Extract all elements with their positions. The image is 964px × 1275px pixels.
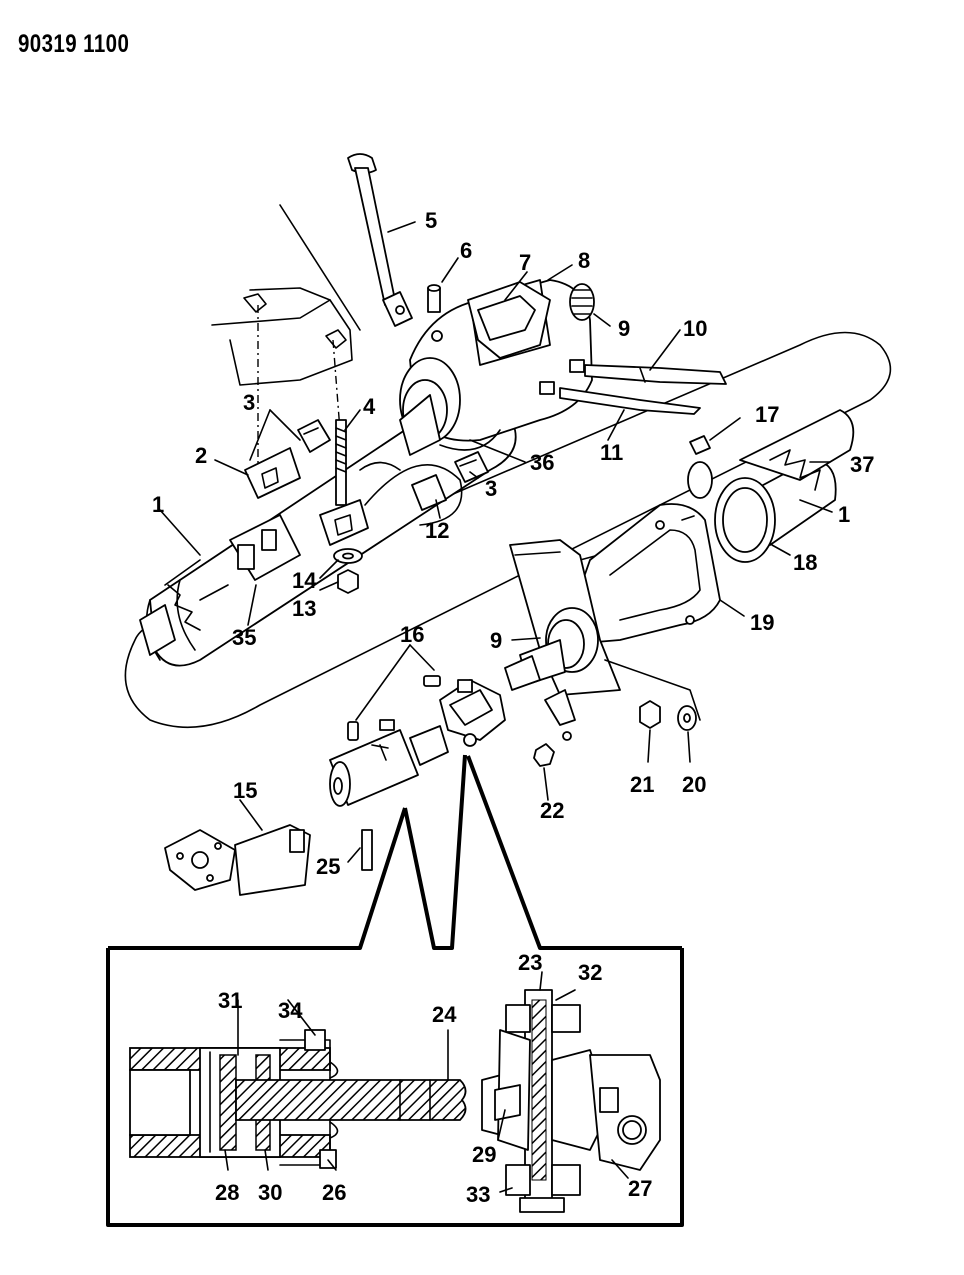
callout-19: 19	[750, 610, 774, 635]
callout-21: 21	[630, 772, 654, 797]
detail-inner-shaft	[235, 1079, 467, 1121]
callout-7: 7	[519, 250, 531, 275]
callout-1-right: 1	[838, 502, 850, 527]
shift-lever-5	[347, 153, 413, 327]
callout-20: 20	[682, 772, 706, 797]
intermediate-shaft	[329, 719, 449, 807]
detail-leader-left	[108, 807, 407, 950]
bolt-25	[361, 829, 373, 871]
detail-view	[106, 948, 684, 1227]
pin-16b	[347, 721, 359, 741]
clip-3b	[454, 451, 489, 483]
document-id: 90319 1100	[18, 30, 130, 58]
column-jacket-lower	[687, 409, 855, 563]
callout-10: 10	[683, 316, 707, 341]
callout-9-lower: 9	[490, 628, 502, 653]
callout-31: 31	[218, 988, 242, 1013]
callout-14: 14	[292, 568, 317, 593]
callout-3-right: 3	[485, 476, 497, 501]
callout-5: 5	[425, 208, 437, 233]
screw-17	[689, 435, 711, 455]
nut-22	[533, 743, 555, 767]
callout-labels: 5 6 7 8 9 10 11 3 4 2 36 3 1 12 14 13 35…	[152, 208, 874, 1207]
callout-16: 16	[400, 622, 424, 647]
callout-30: 30	[258, 1180, 282, 1205]
callout-33: 33	[466, 1182, 490, 1207]
callout-26: 26	[322, 1180, 346, 1205]
callout-28: 28	[215, 1180, 239, 1205]
callout-13: 13	[292, 596, 316, 621]
spline-gear-9-top	[569, 283, 595, 321]
universal-joint	[439, 679, 506, 747]
callout-24: 24	[432, 1002, 457, 1027]
spline-end	[504, 655, 541, 691]
lock-housing	[399, 279, 595, 456]
rod-10	[584, 364, 727, 385]
callout-12: 12	[425, 518, 449, 543]
callout-34: 34	[278, 998, 303, 1023]
callout-36: 36	[530, 450, 554, 475]
callout-35: 35	[232, 625, 256, 650]
callout-8: 8	[578, 248, 590, 273]
callout-18: 18	[793, 550, 817, 575]
steering-gear-15	[164, 824, 311, 896]
pin-6	[427, 284, 443, 342]
callout-3-left: 3	[243, 390, 255, 415]
callout-27: 27	[628, 1176, 652, 1201]
callout-9-top: 9	[618, 316, 630, 341]
rod-11	[559, 387, 701, 415]
nut-21	[639, 700, 661, 729]
callout-1-left: 1	[152, 492, 164, 517]
main-view	[108, 153, 892, 950]
panel-outline	[211, 204, 361, 496]
leader-lines	[159, 221, 833, 1193]
callout-25: 25	[316, 854, 340, 879]
nut-13	[337, 569, 359, 594]
callout-6: 6	[460, 238, 472, 263]
callout-11: 11	[600, 440, 623, 465]
callout-32: 32	[578, 960, 602, 985]
callout-17: 17	[755, 402, 779, 427]
clip-12	[411, 474, 447, 511]
pin-16a	[423, 675, 441, 687]
callout-15: 15	[233, 778, 257, 803]
callout-29: 29	[472, 1142, 496, 1167]
detail-universal-joint	[481, 989, 661, 1213]
callout-2: 2	[195, 443, 207, 468]
stud-4	[335, 419, 347, 506]
clip-3a	[297, 419, 331, 453]
callout-23: 23	[518, 950, 542, 975]
callout-4: 4	[363, 394, 376, 419]
callout-22: 22	[540, 798, 564, 823]
column-jacket-upper	[139, 391, 517, 667]
callout-37: 37	[850, 452, 874, 477]
